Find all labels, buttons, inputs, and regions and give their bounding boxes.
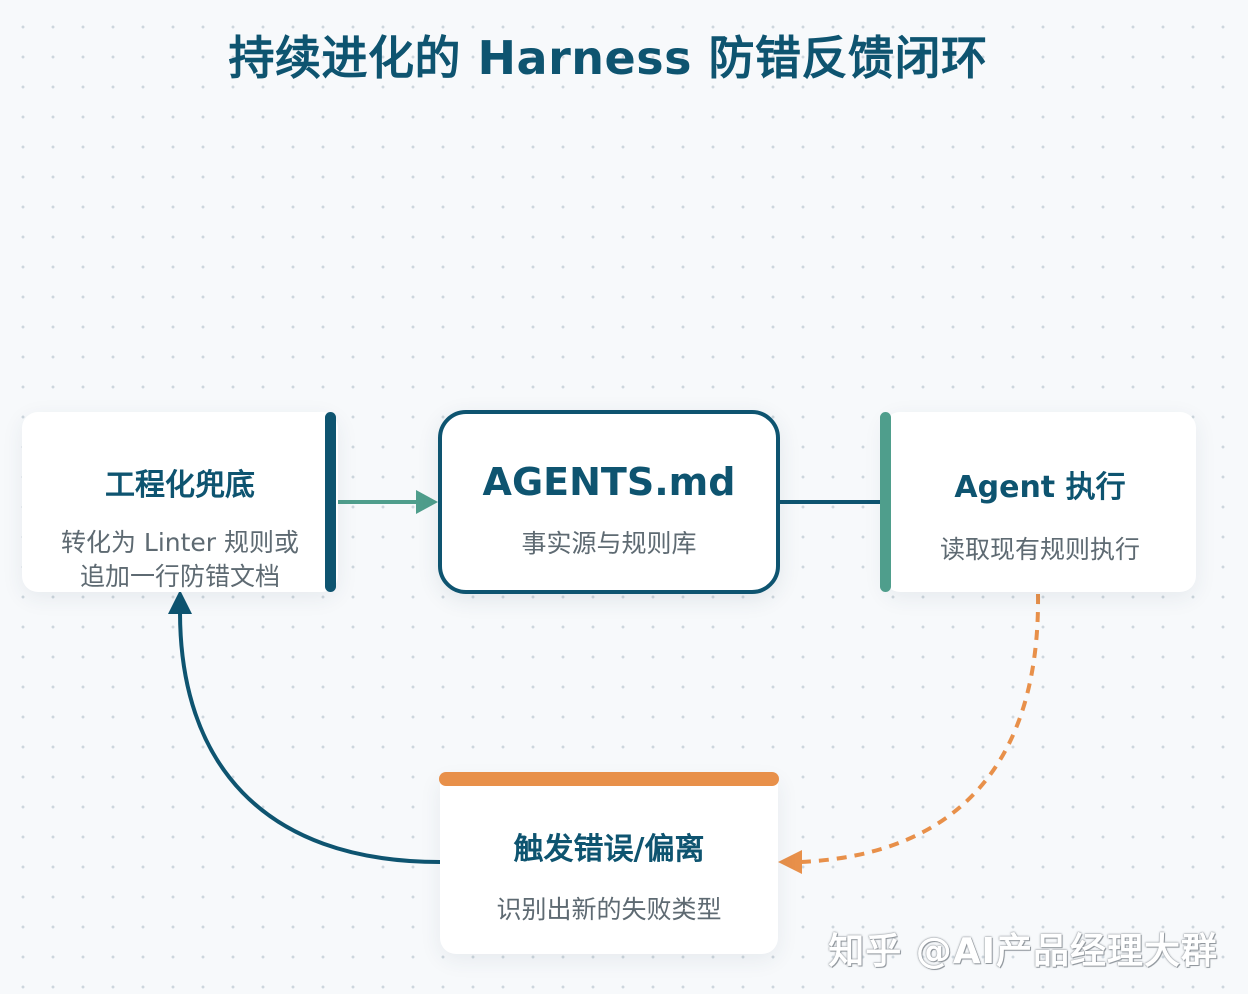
node-trigger-desc: 识别出新的失败类型 xyxy=(496,895,722,924)
node-agents-md-desc: 事实源与规则库 xyxy=(521,529,697,558)
node-agent-exec-accent-bar xyxy=(880,412,891,592)
node-trigger-accent-bar xyxy=(439,772,779,786)
node-engineering: 工程化兜底 转化为 Linter 规则或 追加一行防错文档 xyxy=(22,412,338,592)
diagram-title: 持续进化的 Harness 防错反馈闭环 xyxy=(228,31,988,85)
node-engineering-desc-line2: 追加一行防错文档 xyxy=(79,562,280,591)
node-engineering-accent-bar xyxy=(325,412,336,592)
node-engineering-desc-line1: 转化为 Linter 规则或 xyxy=(60,528,300,557)
arrow-agent-to-trigger xyxy=(799,593,1041,864)
node-engineering-desc: 转化为 Linter 规则或 追加一行防错文档 xyxy=(22,526,338,594)
arrowhead-orange xyxy=(778,850,802,874)
node-agents-md: AGENTS.md 事实源与规则库 xyxy=(438,410,780,594)
arrowhead-green xyxy=(416,490,438,514)
node-agent-exec-desc: 读取现有规则执行 xyxy=(939,535,1140,564)
arrow-trigger-to-engineering xyxy=(178,611,441,864)
node-agents-md-title: AGENTS.md xyxy=(482,460,736,504)
node-engineering-title: 工程化兜底 xyxy=(105,468,255,503)
node-agent-exec: Agent 执行 读取现有规则执行 xyxy=(884,412,1196,592)
node-agent-exec-title: Agent 执行 xyxy=(954,470,1126,505)
node-trigger: 触发错误/偏离 识别出新的失败类型 xyxy=(440,776,778,954)
node-trigger-title: 触发错误/偏离 xyxy=(513,832,705,867)
watermark: 知乎 @AI产品经理大群 xyxy=(828,931,1218,972)
arrowhead-dark xyxy=(168,590,192,614)
